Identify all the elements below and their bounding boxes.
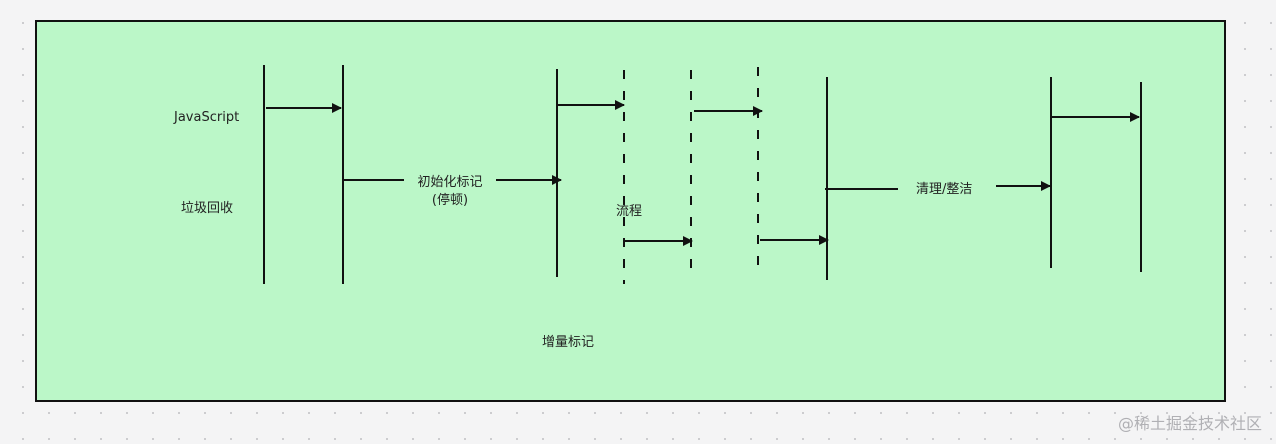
label-init-mark: 初始化标记 (停顿) xyxy=(400,174,500,210)
label-cleanup: 清理/整洁 xyxy=(916,182,973,197)
label-incremental-mark: 增量标记 xyxy=(542,335,595,350)
label-init-mark-line1: 初始化标记 xyxy=(417,175,483,190)
label-init-mark-line2: (停顿) xyxy=(431,193,469,208)
diagram-panel xyxy=(35,20,1226,402)
label-gc: 垃圾回收 xyxy=(181,201,234,216)
label-flow: 流程 xyxy=(616,204,643,219)
label-javascript: JavaScript xyxy=(174,110,240,125)
watermark: @稀土掘金技术社区 xyxy=(1117,414,1262,433)
